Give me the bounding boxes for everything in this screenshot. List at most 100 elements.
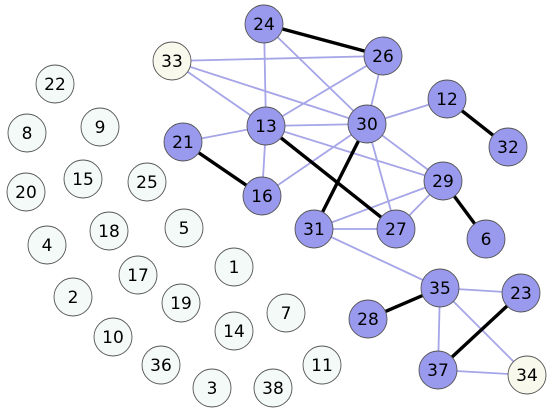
node-25[interactable]: 25 [127, 162, 167, 202]
node-label: 7 [281, 304, 292, 324]
node-20[interactable]: 20 [6, 172, 46, 212]
node-22[interactable]: 22 [35, 64, 75, 104]
node-14[interactable]: 14 [214, 311, 254, 351]
node-label: 9 [95, 118, 106, 138]
node-circle [302, 345, 342, 385]
node-35[interactable]: 35 [420, 268, 460, 308]
node-17[interactable]: 17 [118, 255, 158, 295]
node-5[interactable]: 5 [164, 208, 204, 248]
node-18[interactable]: 18 [89, 211, 129, 251]
edge-30-31-strong [312, 122, 369, 231]
node-circle [423, 161, 463, 201]
node-circle [152, 41, 192, 81]
node-15[interactable]: 15 [63, 159, 103, 199]
node-30[interactable]: 30 [347, 104, 387, 144]
node-16[interactable]: 16 [242, 176, 282, 216]
node-circle [294, 209, 334, 249]
node-label: 4 [42, 236, 53, 256]
node-31[interactable]: 31 [294, 209, 334, 249]
node-label: 10 [102, 328, 124, 348]
node-34[interactable]: 34 [507, 355, 547, 395]
node-circle [127, 162, 167, 202]
node-2[interactable]: 2 [53, 277, 93, 317]
edge-13-27-strong [264, 124, 398, 231]
node-circle [93, 317, 133, 357]
node-circle [164, 208, 204, 248]
node-circle [347, 104, 387, 144]
node-26[interactable]: 26 [363, 36, 403, 76]
node-6[interactable]: 6 [466, 219, 506, 259]
edge-33-26-weak [171, 55, 384, 62]
node-9[interactable]: 9 [80, 107, 120, 147]
node-37[interactable]: 37 [418, 350, 458, 390]
node-33[interactable]: 33 [152, 41, 192, 81]
node-label: 20 [15, 183, 37, 203]
node-label: 31 [303, 220, 325, 240]
node-29[interactable]: 29 [423, 161, 463, 201]
node-38[interactable]: 38 [253, 368, 293, 408]
node-1[interactable]: 1 [214, 247, 254, 287]
node-circle [242, 176, 282, 216]
node-28[interactable]: 28 [348, 299, 388, 339]
node-3[interactable]: 3 [192, 368, 232, 408]
edge-31-35-weak [313, 228, 441, 289]
node-circle [488, 127, 528, 167]
node-label: 12 [436, 90, 458, 110]
node-label: 36 [150, 356, 172, 376]
node-36[interactable]: 36 [141, 345, 181, 385]
node-19[interactable]: 19 [161, 283, 201, 323]
node-label: 29 [432, 172, 454, 192]
node-circle [363, 36, 403, 76]
node-circle [418, 350, 458, 390]
node-label: 17 [127, 266, 149, 286]
node-23[interactable]: 23 [501, 273, 541, 313]
node-label: 21 [172, 133, 194, 153]
node-10[interactable]: 10 [93, 317, 133, 357]
node-7[interactable]: 7 [266, 293, 306, 333]
node-label: 8 [22, 124, 33, 144]
node-circle [244, 4, 284, 44]
node-label: 15 [72, 170, 94, 190]
node-32[interactable]: 32 [488, 127, 528, 167]
node-12[interactable]: 12 [427, 79, 467, 119]
node-circle [266, 293, 306, 333]
edge-13-29-weak [265, 125, 444, 182]
node-circle [80, 107, 120, 147]
node-8[interactable]: 8 [7, 113, 47, 153]
node-label: 1 [229, 258, 240, 278]
node-circle [348, 299, 388, 339]
node-label: 19 [170, 294, 192, 314]
node-circle [53, 277, 93, 317]
node-label: 26 [372, 47, 394, 67]
node-circle [192, 368, 232, 408]
edge-24-30-weak [263, 23, 368, 125]
node-label: 23 [510, 284, 532, 304]
node-27[interactable]: 27 [376, 209, 416, 249]
node-circle [35, 64, 75, 104]
node-circle [6, 172, 46, 212]
node-label: 2 [68, 288, 79, 308]
edge-26-13-weak [265, 55, 384, 127]
node-label: 30 [356, 115, 378, 135]
node-circle [161, 283, 201, 323]
node-circle [246, 106, 286, 146]
node-label: 27 [385, 220, 407, 240]
node-11[interactable]: 11 [302, 345, 342, 385]
node-circle [214, 311, 254, 351]
node-circle [118, 255, 158, 295]
node-24[interactable]: 24 [244, 4, 284, 44]
node-21[interactable]: 21 [163, 122, 203, 162]
node-circle [141, 345, 181, 385]
node-circle [7, 113, 47, 153]
node-label: 35 [429, 279, 451, 299]
node-label: 11 [311, 356, 333, 376]
node-4[interactable]: 4 [27, 225, 67, 265]
node-circle [376, 209, 416, 249]
node-circle [501, 273, 541, 313]
node-circle [163, 122, 203, 162]
node-13[interactable]: 13 [246, 106, 286, 146]
node-label: 16 [251, 187, 273, 207]
node-label: 24 [253, 15, 275, 35]
